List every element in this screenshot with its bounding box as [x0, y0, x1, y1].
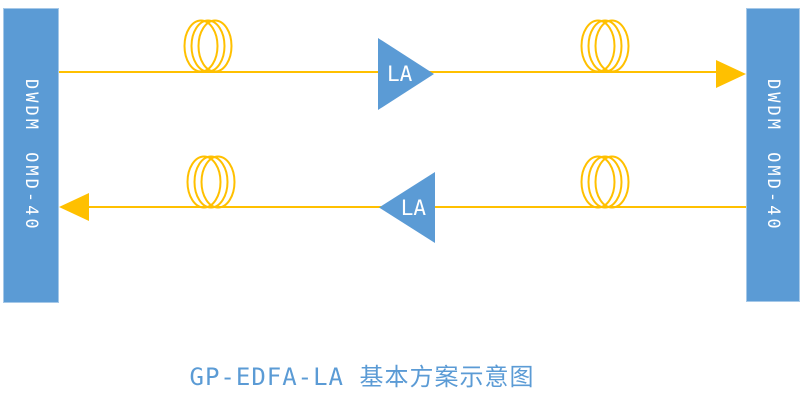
dwdm-node-right-label: DWDM OMD-40 — [763, 78, 783, 232]
diagram-caption: GP-EDFA-LA 基本方案示意图 — [189, 363, 535, 391]
amplifier-bottom-label: LA — [400, 195, 426, 220]
fiber-coil-icon — [580, 19, 630, 74]
arrow-left-icon — [59, 193, 89, 221]
fiber-coil-icon — [183, 19, 233, 74]
amplifier-top: LA — [378, 38, 434, 110]
arrow-right-icon — [716, 60, 746, 88]
dwdm-node-left: DWDM OMD-40 — [3, 8, 59, 303]
amplifier-bottom: LA — [379, 172, 435, 243]
amplifier-top-label: LA — [387, 62, 413, 86]
fiber-coil-icon — [580, 155, 630, 210]
fiber-coil-icon — [186, 155, 236, 210]
dwdm-node-left-label: DWDM OMD-40 — [21, 79, 41, 232]
dwdm-node-right: DWDM OMD-40 — [746, 8, 800, 302]
